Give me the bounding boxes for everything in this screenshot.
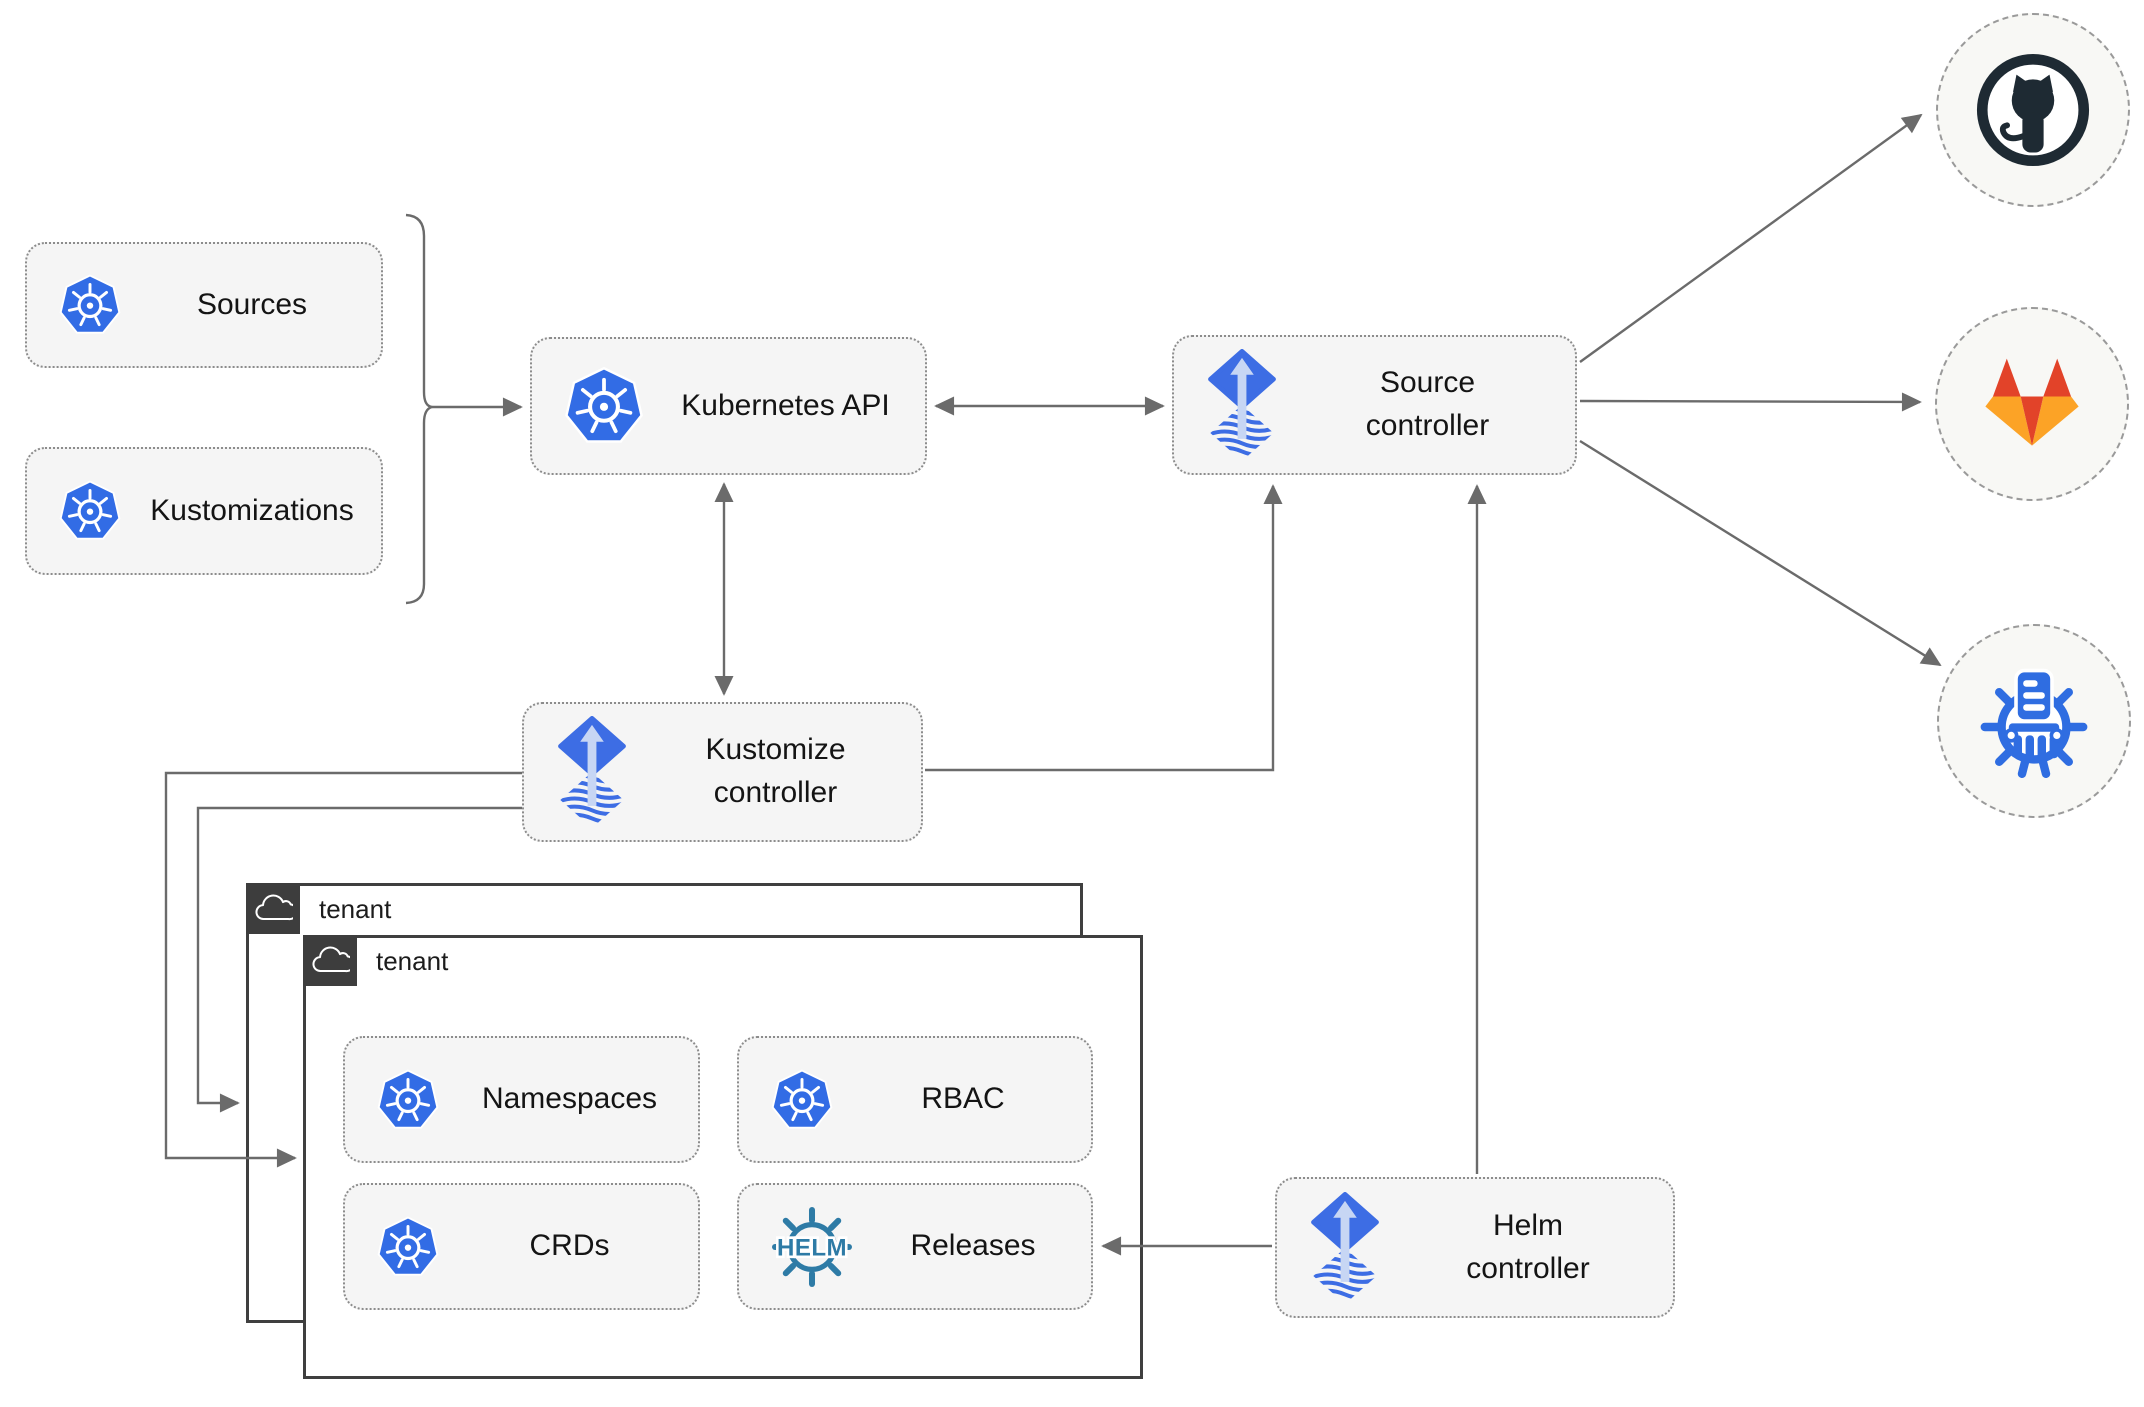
node-rbac: RBAC <box>737 1036 1093 1163</box>
node-sources-label: Sources <box>196 287 308 321</box>
node-kustomizations-label: Kustomizations <box>150 493 354 527</box>
node-source-controller-label: Source controller <box>1365 366 1490 442</box>
arrow-source-controller-to-github <box>1579 113 1923 363</box>
node-kustomize-controller: Kustomize controller <box>522 702 923 842</box>
node-kustomizations: Kustomizations <box>25 447 383 575</box>
node-helm-controller: Helm controller <box>1275 1177 1675 1318</box>
cloud-icon <box>255 894 293 920</box>
node-releases-label: Releases <box>910 1229 1036 1263</box>
node-helm-controller-label: Helm controller <box>1466 1208 1590 1285</box>
node-namespaces: Namespaces <box>343 1036 700 1163</box>
kubernetes-icon <box>769 1068 835 1132</box>
arrow-source-controller-to-gitlab <box>1579 392 1922 412</box>
github-octocat-icon <box>1974 51 2092 169</box>
gitlab-fox-icon <box>1985 358 2079 446</box>
flux-icon <box>1307 1192 1383 1304</box>
arrow-source-controller-to-helm-repository <box>1579 439 1942 667</box>
node-crds-label: CRDs <box>529 1229 610 1263</box>
arrow-kustomize-controller-to-source-controller <box>925 484 1283 772</box>
kubernetes-icon <box>562 365 646 447</box>
endpoint-gitlab <box>1935 307 2129 501</box>
brace-crd-group <box>405 213 433 605</box>
cloud-icon <box>312 946 350 972</box>
helm-icon <box>769 1204 855 1290</box>
kubernetes-icon <box>375 1215 441 1279</box>
node-crds: CRDs <box>343 1183 700 1310</box>
flux-icon <box>554 716 630 828</box>
kubernetes-icon <box>375 1068 441 1132</box>
node-source-controller: Source controller <box>1172 335 1577 475</box>
outer-tenant-label: tenant <box>319 894 392 924</box>
endpoint-github <box>1936 13 2130 207</box>
inner-tenant-badge <box>303 935 357 986</box>
node-releases: Releases <box>737 1183 1093 1310</box>
node-sources: Sources <box>25 242 383 368</box>
kubernetes-icon <box>57 479 123 543</box>
node-rbac-label: RBAC <box>921 1082 1005 1116</box>
node-kubernetes-api-label: Kubernetes API <box>681 388 890 422</box>
inner-tenant-label: tenant <box>376 946 449 976</box>
node-namespaces-label: Namespaces <box>481 1082 658 1116</box>
endpoint-helm-repository <box>1937 624 2131 818</box>
node-kustomize-controller-label: Kustomize controller <box>705 733 846 809</box>
kubernetes-icon <box>57 273 123 337</box>
flux-icon <box>1204 349 1280 461</box>
node-kubernetes-api: Kubernetes API <box>530 337 927 475</box>
outer-tenant-badge <box>246 883 300 934</box>
chartmuseum-registry-icon <box>1974 661 2094 781</box>
